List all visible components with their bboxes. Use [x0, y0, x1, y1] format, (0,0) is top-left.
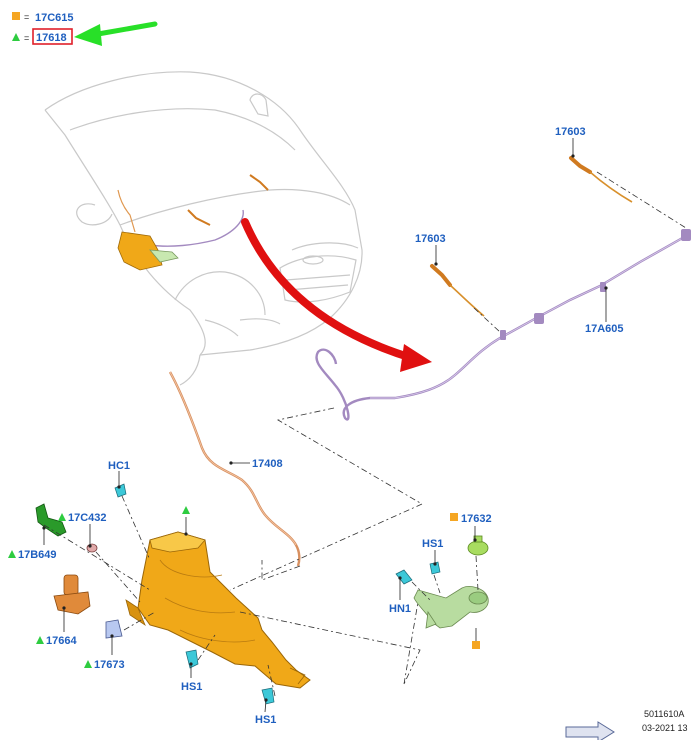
label-17603-top: 17603 [555, 126, 586, 138]
washer-pump-17B649 [35, 503, 67, 537]
triangle-marker-17B649 [8, 550, 16, 558]
level-sensor-17664 [53, 574, 91, 615]
legend: = 17C615 = 17618 [12, 12, 158, 46]
label-HC1: HC1 [108, 460, 130, 472]
legend-equals-1: = [24, 12, 29, 22]
legend-triangle-part-label: 17618 [36, 32, 67, 44]
clip-HS1-bottom-b [261, 687, 275, 705]
hood-nozzle-parts [117, 174, 269, 247]
legend-square-part-label: 17C615 [35, 12, 74, 24]
filler-cap-17632 [467, 535, 489, 556]
label-17A605: 17A605 [585, 323, 624, 335]
hose-17408-inner [169, 371, 297, 546]
triangle-marker-17C432 [58, 513, 66, 521]
revision-date: 03-2021 13 [642, 723, 688, 733]
vehicle-reservoir-small [117, 231, 179, 271]
grommet-17C432 [86, 543, 98, 553]
filler-neck [413, 586, 489, 629]
square-marker-17632 [450, 513, 458, 521]
label-17632: 17632 [461, 513, 492, 525]
label-HS1-right: HS1 [422, 538, 443, 550]
legend-square-symbol [12, 12, 20, 20]
leader-lines [42, 138, 608, 713]
legend-highlight-box [32, 28, 73, 45]
orientation-arrow-icon [565, 721, 615, 740]
label-17673: 17673 [94, 659, 125, 671]
reference-number: 5011610A [644, 709, 684, 719]
symbol-markers [8, 506, 480, 668]
connection-lines [43, 171, 687, 697]
triangle-marker-reservoir [182, 506, 190, 514]
grommet-17673 [105, 619, 123, 639]
vehicle-outline [44, 71, 363, 386]
nozzle-17603-mid [430, 264, 485, 317]
footer: 5011610A 03-2021 13 [565, 709, 688, 740]
triangle-marker-17673 [84, 660, 92, 668]
part-labels: 17603 17603 17A605 17408 HC1 17C432 17B6… [18, 126, 624, 726]
washer-reservoir [125, 531, 311, 689]
label-17664: 17664 [46, 635, 77, 647]
direction-arrow [241, 218, 416, 362]
triangle-marker-17664 [36, 636, 44, 644]
direction-arrowhead [400, 344, 432, 372]
clip-HC1 [114, 483, 127, 498]
label-17408: 17408 [252, 458, 283, 470]
label-HS1-bottom-a: HS1 [181, 681, 202, 693]
clip-HS1-bottom-a [185, 649, 199, 669]
label-17603-mid: 17603 [415, 233, 446, 245]
label-17B649: 17B649 [18, 549, 57, 561]
nozzle-17603-top [569, 156, 633, 203]
label-HN1: HN1 [389, 603, 411, 615]
washer-hose-17A605 [315, 229, 691, 421]
label-HS1-bottom-b: HS1 [255, 714, 276, 726]
legend-triangle-symbol [12, 33, 20, 41]
legend-equals-2: = [24, 33, 29, 43]
square-marker-filler [472, 641, 480, 649]
clip-HN1 [395, 569, 413, 585]
legend-pointer-arrow [74, 21, 158, 46]
label-17C432: 17C432 [68, 512, 107, 524]
